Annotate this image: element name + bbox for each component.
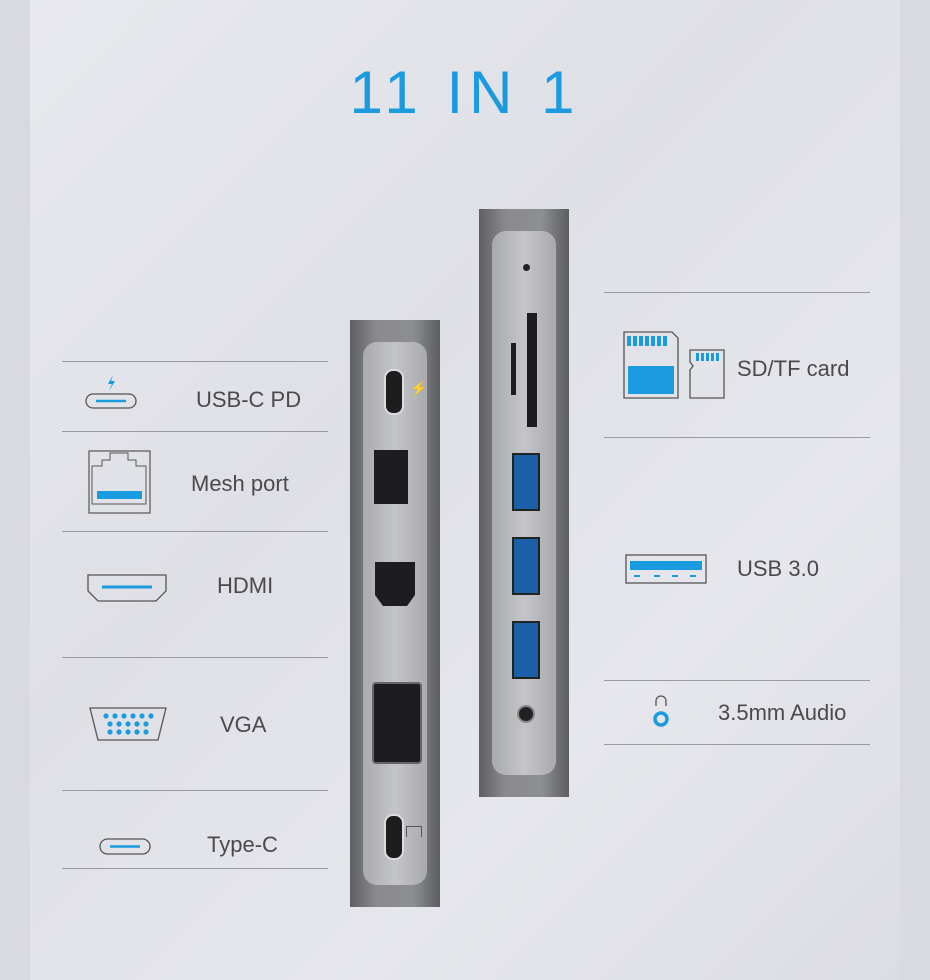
hub-face: ⚡ xyxy=(363,342,427,885)
sd-tf-card-icon xyxy=(623,331,725,399)
vga-port xyxy=(372,682,422,764)
vga-icon xyxy=(89,707,167,741)
divider xyxy=(604,744,870,745)
hub-left-side: ⚡ xyxy=(350,320,440,907)
divider xyxy=(604,292,870,293)
usb3-icon xyxy=(625,554,707,584)
audio-port xyxy=(517,705,535,723)
usb3-port xyxy=(512,453,540,511)
divider xyxy=(62,361,328,362)
page-title: 11 IN 1 xyxy=(349,59,581,126)
type-c-icon xyxy=(99,838,151,855)
hub-face xyxy=(492,231,556,775)
usb-c-pd-port xyxy=(384,369,404,415)
usb3-port xyxy=(512,621,540,679)
led-indicator xyxy=(523,264,530,271)
marble-background xyxy=(30,0,900,980)
feature-label: Type-C xyxy=(207,832,278,857)
feature-label: 3.5mm Audio xyxy=(718,700,847,725)
divider xyxy=(604,437,870,438)
tf-card-slot xyxy=(511,343,516,395)
feature-label: HDMI xyxy=(217,573,274,598)
type-c-port xyxy=(384,814,404,860)
hdmi-port xyxy=(375,562,415,606)
usb-c-pd-icon xyxy=(85,375,137,409)
feature-label: USB-C PD xyxy=(196,387,302,412)
hub-right-side xyxy=(479,209,569,797)
divider xyxy=(604,680,870,681)
divider xyxy=(62,431,328,432)
hdmi-icon xyxy=(87,574,167,602)
ethernet-icon xyxy=(88,450,151,514)
divider xyxy=(62,657,328,658)
sd-card-slot xyxy=(527,313,537,427)
feature-label: SD/TF card xyxy=(737,356,850,381)
feature-label: VGA xyxy=(220,712,267,737)
usb3-port xyxy=(512,537,540,595)
laptop-icon xyxy=(406,826,422,837)
feature-label: USB 3.0 xyxy=(737,556,819,581)
divider xyxy=(62,790,328,791)
divider xyxy=(62,868,328,869)
feature-label: Mesh port xyxy=(191,471,289,496)
ethernet-port xyxy=(374,450,408,504)
audio-jack-icon xyxy=(653,695,669,727)
divider xyxy=(62,531,328,532)
lightning-icon: ⚡ xyxy=(410,380,428,396)
